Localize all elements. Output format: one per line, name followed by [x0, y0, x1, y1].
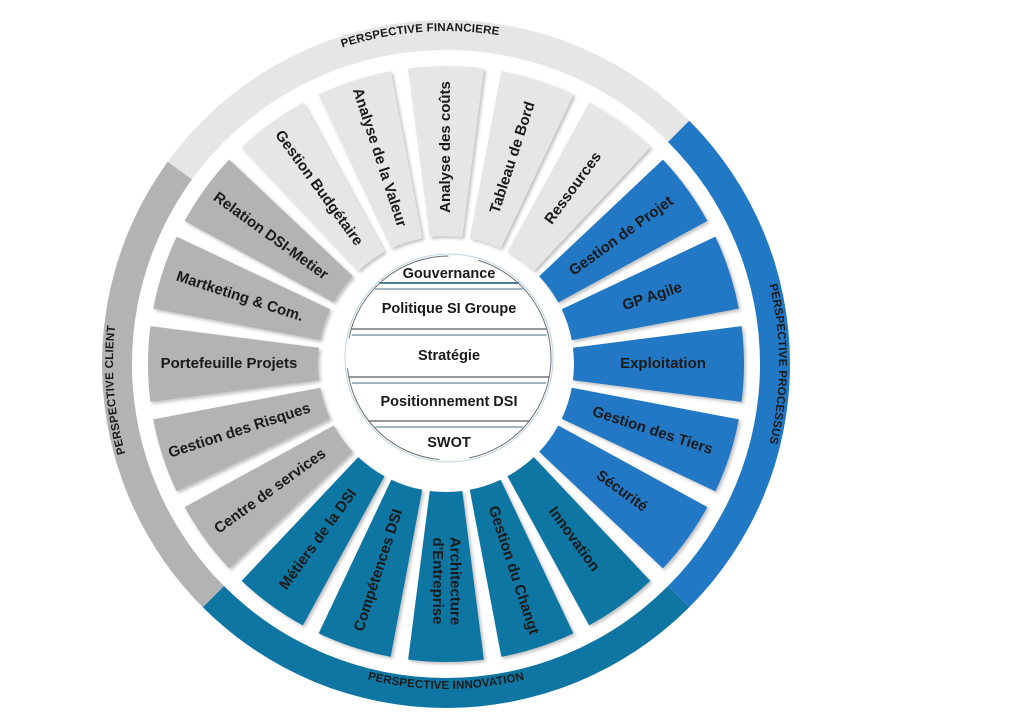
tile-label: Analyse des coûts: [437, 81, 454, 213]
core-band-2[interactable]: Stratégie: [348, 334, 550, 378]
tile-shape: [241, 102, 385, 271]
ring-segment-processus: [668, 120, 790, 608]
tile-shape: [153, 387, 331, 492]
ring-segment-financiere: [167, 20, 690, 180]
tile-shape: [561, 387, 739, 492]
core-band-1[interactable]: Politique SI Groupe: [351, 288, 547, 330]
tile-shape: [539, 159, 708, 303]
tile-innovation-2[interactable]: Architectured'Entreprise: [408, 490, 484, 662]
tile-shape: [318, 479, 423, 657]
tile-shape: [153, 236, 331, 341]
core-outline: [346, 255, 552, 461]
tile-financiere-2[interactable]: Analyse des coûts: [408, 66, 484, 238]
core-label: Positionnement DSI: [381, 394, 518, 410]
ring-segment-client: [101, 161, 224, 608]
core-label: Politique SI Groupe: [382, 301, 517, 317]
tile-label: Architectured'Entreprise: [429, 537, 463, 625]
ring-segment-innovation: [202, 586, 690, 708]
core-circle: [344, 253, 554, 463]
tile-label: Exploitation: [620, 355, 706, 372]
core-band-4[interactable]: SWOT: [375, 426, 523, 451]
tile-shape: [408, 490, 484, 662]
tile-shape: [318, 71, 423, 249]
tile-label: Portefeuille Projets: [161, 355, 298, 372]
core-label: Stratégie: [418, 348, 480, 364]
tile-shape: [561, 236, 739, 341]
tile-shape: [469, 479, 574, 657]
core-label: Gouvernance: [403, 266, 496, 282]
tile-shape: [507, 102, 651, 271]
tile-shape: [469, 71, 574, 249]
tile-shape: [147, 326, 320, 402]
tile-shape: [408, 66, 484, 238]
tile-shape: [507, 457, 651, 626]
core-label: SWOT: [427, 435, 471, 451]
tile-client-2[interactable]: Portefeuille Projets: [147, 326, 320, 402]
tile-shape: [539, 425, 708, 569]
core-band-0[interactable]: Gouvernance: [378, 266, 520, 284]
tile-processus-1[interactable]: GP Agile: [561, 236, 739, 341]
core-band-3[interactable]: Positionnement DSI: [352, 382, 546, 422]
tile-processus-2[interactable]: Exploitation: [572, 326, 744, 402]
tile-processus-4[interactable]: Sécurité: [539, 425, 708, 569]
tile-shape: [184, 159, 353, 303]
tile-shape: [184, 425, 353, 569]
tile-shape: [241, 457, 385, 626]
tile-shape: [572, 326, 744, 402]
